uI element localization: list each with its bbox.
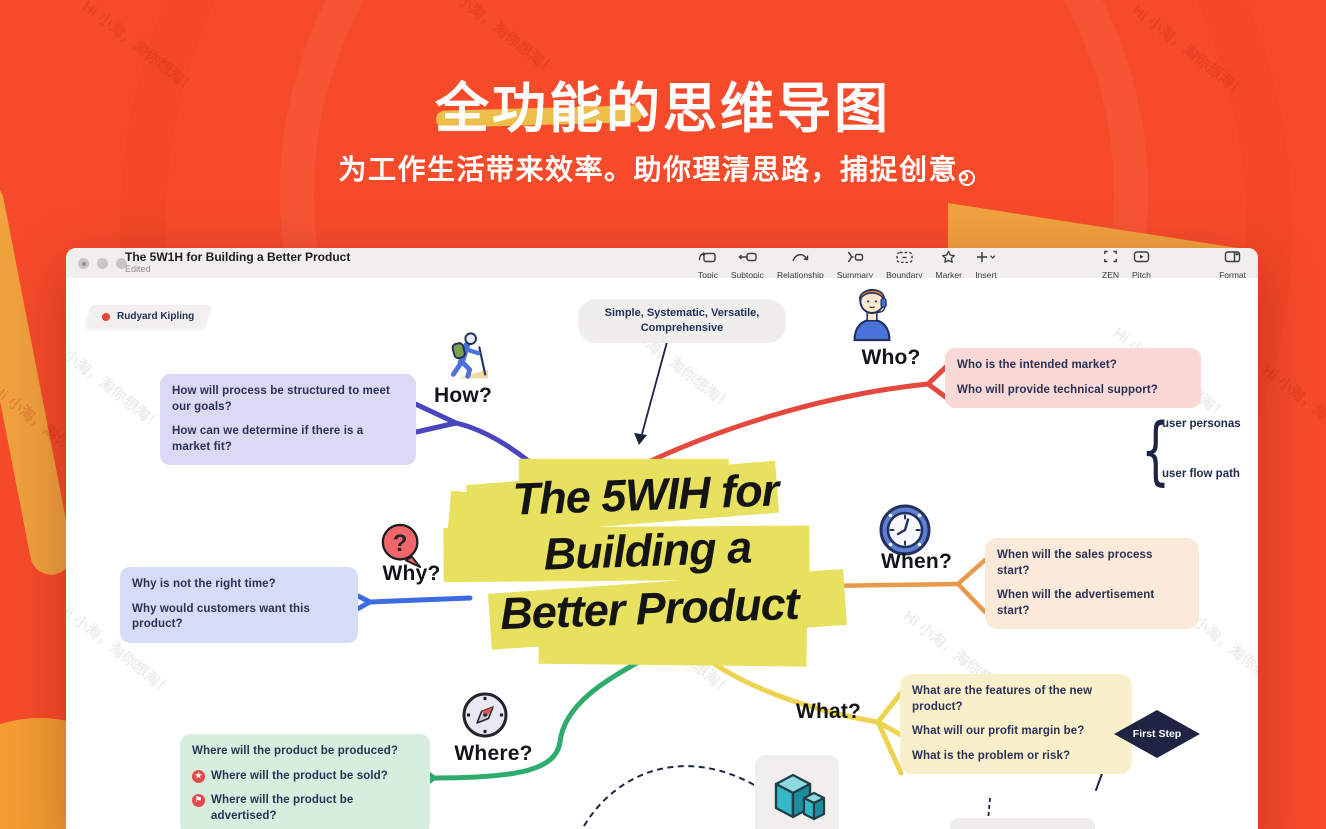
insert-icon — [975, 250, 997, 268]
central-topic[interactable]: The 5WIH for Building a Better Product — [443, 458, 848, 675]
traffic-lights — [78, 258, 127, 269]
topic-item[interactable]: When will the advertisement start? — [997, 589, 1155, 617]
who-card[interactable]: Who is the intended market? Who will pro… — [945, 348, 1201, 409]
minimize-button[interactable] — [97, 258, 108, 269]
topic-item[interactable]: When will the sales process start? — [997, 549, 1153, 577]
window-title: The 5W1H for Building a Better Product — [125, 250, 351, 264]
summary-brace: { — [1140, 408, 1171, 494]
toolbar-button-relationship[interactable]: Relationship — [777, 250, 824, 280]
topic-item[interactable]: Who will provide technical support? — [957, 383, 1158, 396]
topic-item[interactable]: What are the features of the new product… — [912, 685, 1093, 713]
topic-item[interactable]: What will our profit margin be? — [912, 725, 1085, 738]
zen-icon — [1103, 250, 1118, 268]
topic-item[interactable]: How can we determine if there is a marke… — [172, 425, 364, 453]
toolbar-button-insert[interactable]: Insert — [975, 250, 997, 280]
why-card[interactable]: Why is not the right time? Why would cus… — [120, 567, 358, 643]
toolbar-button-summary[interactable]: Summary — [837, 250, 873, 280]
summary-topic[interactable]: user flow path — [1162, 468, 1240, 480]
hero-subtitle: 为工作生活带来效率。助你理清思路，捕捉创意。 — [338, 154, 988, 185]
topic-item[interactable]: Who is the intended market? — [957, 359, 1117, 371]
summary-topic[interactable]: user personas — [1162, 418, 1241, 430]
canvas-watermark: Hi 小淘，淘你想淘！ — [66, 335, 166, 434]
cubes-icon — [766, 767, 828, 829]
app-window: The 5W1H for Building a Better Product E… — [66, 248, 1258, 829]
topic-item[interactable]: ★ Where will the product be sold? — [192, 769, 418, 785]
topic-item[interactable]: How will process be structured to meet o… — [172, 385, 390, 413]
format-icon — [1224, 250, 1241, 268]
clock-icon — [878, 503, 932, 562]
topic-icon — [698, 250, 717, 268]
question-bubble-icon: ? — [380, 521, 426, 576]
pitch-icon — [1133, 250, 1150, 268]
floating-note[interactable]: Simple, Systematic, Versatile, Comprehen… — [578, 299, 786, 343]
amber-brush-stroke — [0, 177, 76, 579]
subtopic-icon — [738, 250, 757, 268]
cube-topic[interactable] — [755, 755, 839, 829]
svg-text:?: ? — [393, 530, 408, 557]
close-button[interactable] — [78, 258, 89, 269]
marker-icon — [941, 250, 956, 268]
central-topic-line3: Better Product — [499, 577, 800, 640]
zoom-button[interactable] — [116, 258, 127, 269]
window-status: Edited — [125, 264, 151, 275]
boundary-icon — [895, 250, 914, 268]
hero-title: 全功能的思维导图 — [435, 79, 891, 139]
relationship-icon — [791, 250, 810, 268]
background-watermark: Hi 小淘，淘你想淘！ — [1258, 361, 1326, 461]
toolbar-button-zen[interactable]: ZEN — [1102, 250, 1119, 280]
author-tag-label: Rudyard Kipling — [117, 311, 195, 322]
support-person-icon — [843, 282, 901, 349]
subtopic-card-partial[interactable] — [950, 818, 1095, 829]
topic-item[interactable]: Why would customers want this product? — [132, 602, 310, 631]
author-tag[interactable]: Rudyard Kipling — [84, 305, 212, 328]
toolbar-right: ZEN Pitch — [1102, 250, 1151, 280]
toolbar-button-boundary[interactable]: Boundary — [886, 250, 922, 280]
branch-label-why[interactable]: Why? — [382, 562, 441, 585]
toolbar-button-subtopic[interactable]: Subtopic — [731, 250, 764, 280]
amber-wedge — [948, 203, 1244, 249]
star-badge-icon: ★ — [192, 769, 205, 783]
titlebar[interactable]: The 5W1H for Building a Better Product E… — [66, 248, 1258, 280]
toolbar: Topic Subtopic Relationship Summary Boun… — [698, 250, 997, 280]
topic-item[interactable]: What is the problem or risk? — [912, 749, 1071, 762]
flag-badge-icon: ⚑ — [192, 794, 205, 808]
topic-item[interactable]: Why is not the right time? — [132, 578, 276, 590]
toolbar-button-format[interactable]: Format — [1219, 250, 1246, 280]
window-title-block: The 5W1H for Building a Better Product E… — [125, 250, 351, 275]
topic-item[interactable]: Where will the product be produced? — [192, 745, 399, 757]
when-card[interactable]: When will the sales process start? When … — [985, 538, 1199, 630]
toolbar-button-topic[interactable]: Topic — [698, 250, 718, 280]
what-card[interactable]: What are the features of the new product… — [900, 674, 1132, 775]
toolbar-format: Format — [1219, 250, 1246, 280]
branch-label-how[interactable]: How? — [434, 384, 492, 407]
ring-decoration — [959, 170, 975, 186]
where-card[interactable]: Where will the product be produced? ★ Wh… — [180, 734, 430, 829]
central-topic-line1: The 5WIH for — [511, 464, 779, 525]
branch-label-where[interactable]: Where? — [454, 742, 533, 765]
red-dot-icon — [102, 312, 110, 321]
toolbar-button-marker[interactable]: Marker — [935, 250, 962, 280]
compass-icon — [460, 690, 510, 745]
branch-label-who[interactable]: Who? — [861, 346, 921, 369]
branch-label-when[interactable]: When? — [881, 550, 952, 573]
topic-item[interactable]: ⚑ Where will the product be advertised? — [192, 793, 418, 824]
hiker-icon — [432, 330, 492, 391]
branch-label-what[interactable]: What? — [795, 700, 862, 723]
toolbar-button-pitch[interactable]: Pitch — [1132, 250, 1151, 280]
mindmap-canvas[interactable]: Hi 小淘，淘你想淘！ Hi 小淘，淘你想淘！ Hi 小淘，淘你想淘！ Hi 小… — [66, 278, 1258, 829]
how-card[interactable]: How will process be structured to meet o… — [160, 374, 416, 466]
summary-icon — [845, 250, 864, 268]
